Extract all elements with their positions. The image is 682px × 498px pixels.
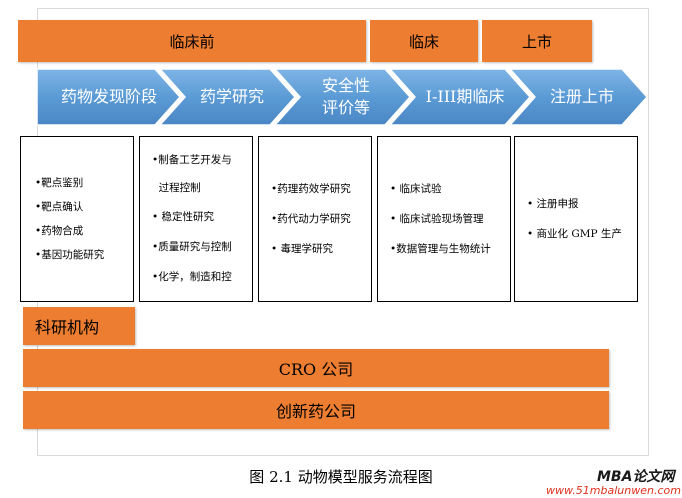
stage-label-pharmaceutics: 药学研究 bbox=[199, 87, 264, 106]
stage-arrows bbox=[36, 68, 649, 126]
org-cro-label: CRO 公司 bbox=[278, 360, 354, 379]
phase-preclinical-label: 临床前 bbox=[169, 32, 215, 51]
stage-arrow-3 bbox=[273, 68, 412, 126]
stage-arrow-5 bbox=[508, 68, 649, 126]
list-item: •基因功能研究 bbox=[35, 249, 105, 261]
detail-list: •靶点鉴别 •靶点确认 •药物合成 •基因功能研究 bbox=[35, 171, 133, 267]
list-item: •化学，制造和控 bbox=[152, 271, 232, 283]
phase-market-bar: 上市 bbox=[482, 20, 592, 62]
stage-arrow-1 bbox=[36, 68, 182, 126]
stage-label-discovery: 药物发现阶段 bbox=[60, 87, 157, 106]
detail-list: • 临床试验 • 临床试验现场管理 •数据管理与生物统计 bbox=[390, 174, 510, 264]
stage-arrow-4 bbox=[388, 68, 532, 126]
detail-box-clinical: • 临床试验 • 临床试验现场管理 •数据管理与生物统计 bbox=[377, 136, 511, 302]
list-item: • 稳定性研究 bbox=[152, 211, 215, 223]
list-item: •靶点鉴别 bbox=[35, 177, 84, 189]
stage-arrow-2 bbox=[158, 68, 297, 126]
stage-label-safety: 安全性 评价等 bbox=[321, 76, 370, 117]
list-item: • 临床试验现场管理 bbox=[390, 213, 484, 225]
org-innovative-label: 创新药公司 bbox=[275, 402, 356, 421]
watermark-brand: MBA论文网 bbox=[597, 469, 675, 485]
list-item: •药物合成 bbox=[35, 225, 84, 237]
detail-list: • 注册申报 • 商业化 GMP 生产 bbox=[527, 189, 637, 249]
detail-box-discovery: •靶点鉴别 •靶点确认 •药物合成 •基因功能研究 bbox=[20, 136, 134, 302]
org-cro-bar: CRO 公司 bbox=[23, 349, 609, 387]
list-item: •制备工艺开发与 bbox=[152, 154, 232, 166]
detail-box-safety: •药理药效学研究 •药代动力学研究 • 毒理学研究 bbox=[258, 136, 372, 302]
list-item: •药代动力学研究 bbox=[271, 213, 351, 225]
phase-preclinical-bar: 临床前 bbox=[18, 20, 366, 62]
org-research-label: 科研机构 bbox=[35, 318, 100, 337]
watermark-url: www.51mbalunwen.com bbox=[546, 484, 681, 497]
phase-clinical-bar: 临床 bbox=[370, 20, 478, 62]
list-item: • 毒理学研究 bbox=[271, 243, 334, 255]
phase-market-label: 上市 bbox=[521, 32, 552, 51]
list-item: •质量研究与控制 bbox=[152, 241, 232, 253]
detail-box-registration: • 注册申报 • 商业化 GMP 生产 bbox=[514, 136, 638, 302]
detail-box-pharmaceutics: •制备工艺开发与 过程控制 • 稳定性研究 •质量研究与控制 •化学，制造和控 bbox=[139, 136, 253, 302]
stage-label-clinical: I-III期临床 bbox=[425, 87, 505, 106]
stage-label-registration: 注册上市 bbox=[549, 87, 614, 106]
org-innovative-bar: 创新药公司 bbox=[23, 391, 609, 429]
list-item: • 注册申报 bbox=[527, 198, 579, 210]
phase-clinical-label: 临床 bbox=[408, 32, 439, 51]
list-item: • 临床试验 bbox=[390, 183, 442, 195]
figure-caption: 图 2.1 动物模型服务流程图 bbox=[249, 468, 433, 486]
list-item: •药理药效学研究 bbox=[271, 183, 351, 195]
detail-list: •药理药效学研究 •药代动力学研究 • 毒理学研究 bbox=[271, 174, 371, 264]
list-item: • 商业化 GMP 生产 bbox=[527, 228, 622, 240]
list-item: 过程控制 bbox=[152, 182, 201, 194]
org-research-bar: 科研机构 bbox=[23, 307, 135, 345]
list-item: •数据管理与生物统计 bbox=[390, 243, 491, 255]
list-item: •靶点确认 bbox=[35, 201, 84, 213]
detail-list: •制备工艺开发与 过程控制 • 稳定性研究 •质量研究与控制 •化学，制造和控 bbox=[152, 146, 252, 292]
